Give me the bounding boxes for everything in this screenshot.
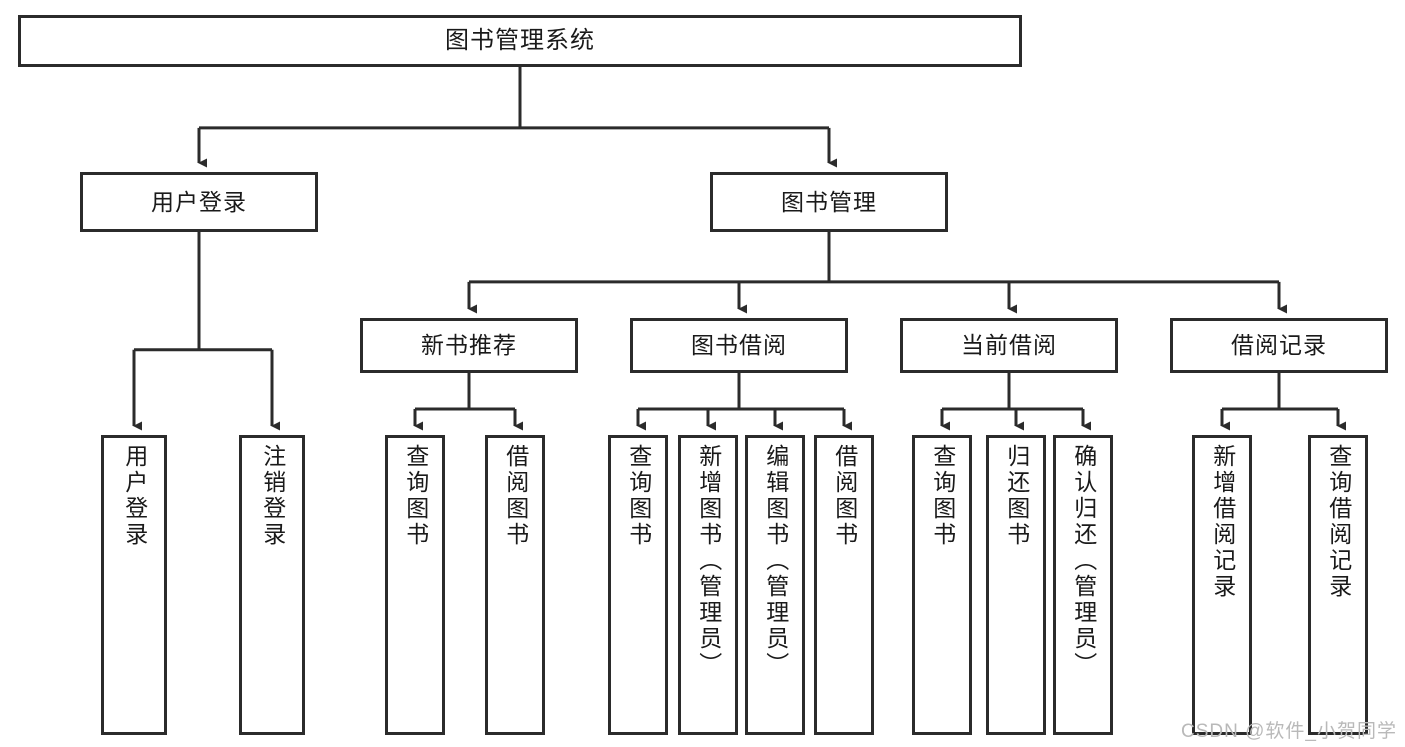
node-label: 当前借阅: [961, 332, 1057, 359]
node-label: 归还图书: [1003, 444, 1030, 548]
node-label: 确认归还（管理员）: [1070, 444, 1097, 678]
node-label: 查询图书: [929, 444, 956, 548]
node-leaf-confirm-return[interactable]: 确认归还（管理员）: [1053, 435, 1113, 735]
node-leaf-user-login[interactable]: 用户登录: [101, 435, 167, 735]
node-leaf-return-book[interactable]: 归还图书: [986, 435, 1046, 735]
node-label: 查询借阅记录: [1325, 444, 1352, 600]
node-new-book-rec[interactable]: 新书推荐: [360, 318, 578, 373]
node-leaf-add-record[interactable]: 新增借阅记录: [1192, 435, 1252, 735]
node-leaf-borrow-book-1[interactable]: 借阅图书: [485, 435, 545, 735]
node-label: 用户登录: [121, 444, 148, 548]
node-leaf-edit-book[interactable]: 编辑图书（管理员）: [745, 435, 805, 735]
node-label: 新书推荐: [421, 332, 517, 359]
node-label: 借阅图书: [831, 444, 858, 548]
node-label: 用户登录: [151, 188, 247, 215]
node-leaf-borrow-book-2[interactable]: 借阅图书: [814, 435, 874, 735]
node-leaf-query-record[interactable]: 查询借阅记录: [1308, 435, 1368, 735]
node-label: 图书借阅: [691, 332, 787, 359]
node-user-login[interactable]: 用户登录: [80, 172, 318, 232]
node-label: 新增图书（管理员）: [695, 444, 722, 678]
node-label: 注销登录: [259, 444, 286, 548]
node-label: 图书管理: [781, 188, 877, 215]
node-leaf-query-book-2[interactable]: 查询图书: [608, 435, 668, 735]
node-label: 查询图书: [625, 444, 652, 548]
node-borrow-record[interactable]: 借阅记录: [1170, 318, 1388, 373]
node-leaf-query-book-1[interactable]: 查询图书: [385, 435, 445, 735]
node-label: 借阅图书: [502, 444, 529, 548]
node-label: 图书管理系统: [445, 27, 595, 55]
node-leaf-logout[interactable]: 注销登录: [239, 435, 305, 735]
node-book-manage[interactable]: 图书管理: [710, 172, 948, 232]
node-label: 编辑图书（管理员）: [762, 444, 789, 678]
node-root[interactable]: 图书管理系统: [18, 15, 1022, 67]
node-leaf-query-book-3[interactable]: 查询图书: [912, 435, 972, 735]
watermark: CSDN @软件_小贺同学: [1181, 721, 1397, 742]
node-label: 新增借阅记录: [1209, 444, 1236, 600]
node-book-borrow[interactable]: 图书借阅: [630, 318, 848, 373]
node-label: 借阅记录: [1231, 332, 1327, 359]
node-current-borrow[interactable]: 当前借阅: [900, 318, 1118, 373]
node-label: 查询图书: [402, 444, 429, 548]
node-leaf-add-book[interactable]: 新增图书（管理员）: [678, 435, 738, 735]
